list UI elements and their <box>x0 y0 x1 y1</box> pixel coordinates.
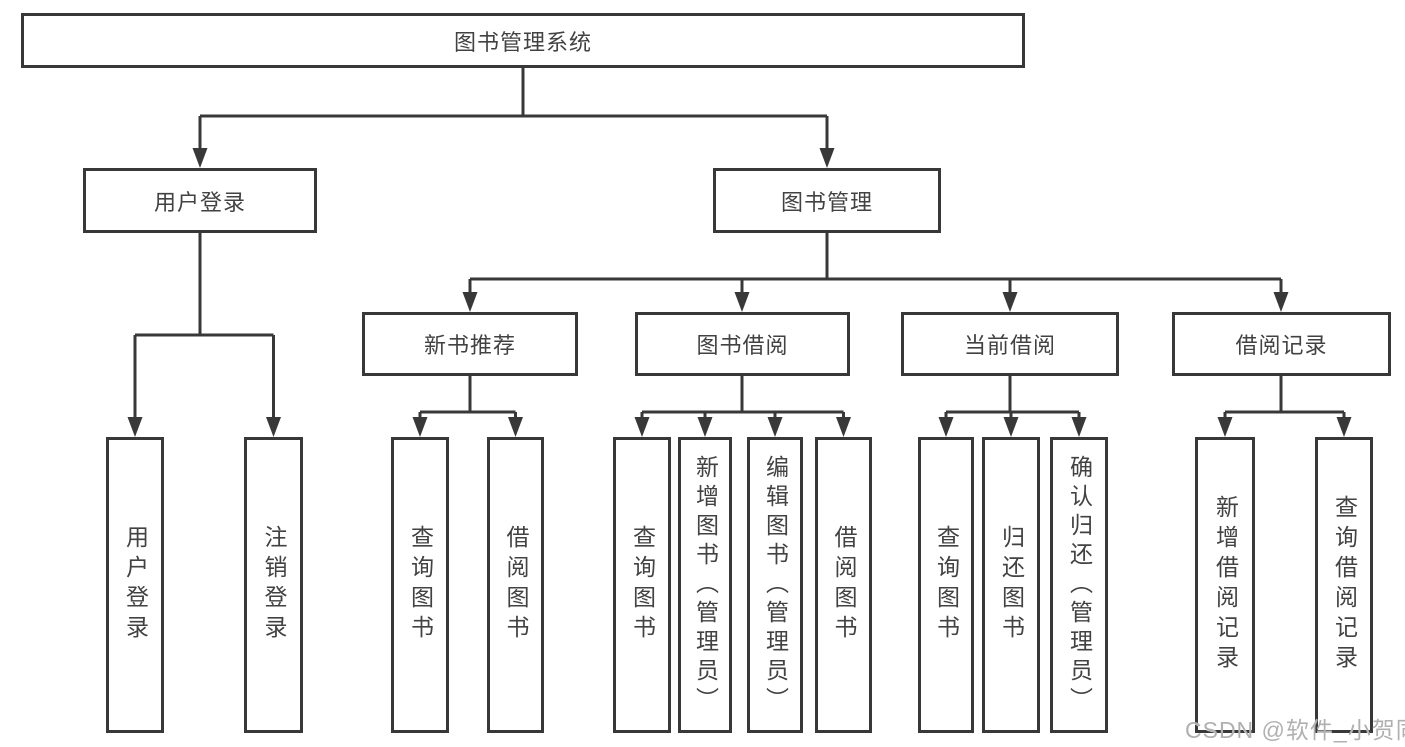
arrowhead <box>266 417 281 437</box>
leaf-bb-borrow-books: 借阅图书 <box>815 437 872 733</box>
node-root: 图书管理系统 <box>21 13 1025 68</box>
arrowhead <box>697 417 713 437</box>
node-current-borrow: 当前借阅 <box>901 312 1119 376</box>
node-new-book-recommend: 新书推荐 <box>362 312 578 376</box>
arrowhead <box>634 417 650 437</box>
arrowhead <box>938 417 954 437</box>
node-book-management: 图书管理 <box>713 168 941 233</box>
arrowhead <box>1336 417 1352 437</box>
leaf-nbr-query-books: 查询图书 <box>391 437 449 733</box>
arrowhead <box>462 292 478 312</box>
arrowhead <box>819 148 835 168</box>
node-user-login: 用户登录 <box>83 168 317 233</box>
arrowhead <box>767 417 783 437</box>
node-book-borrow: 图书借阅 <box>635 312 850 376</box>
arrowhead <box>1071 417 1087 437</box>
watermark: CSDN @软件_小贺同学 <box>1185 717 1405 743</box>
arrowhead <box>734 292 750 312</box>
leaf-nbr-borrow-books: 借阅图书 <box>487 437 544 733</box>
leaf-bb-query-books: 查询图书 <box>613 437 671 733</box>
arrowhead <box>127 417 143 437</box>
arrowhead <box>192 148 208 168</box>
leaf-bb-edit-book-admin: 编辑图书（管理员） <box>747 437 803 733</box>
node-borrow-records: 借阅记录 <box>1172 312 1391 376</box>
leaf-br-query-record: 查询借阅记录 <box>1315 437 1373 733</box>
arrowhead <box>508 417 523 437</box>
arrowhead <box>1217 417 1233 437</box>
leaf-cb-confirm-return-admin: 确认归还（管理员） <box>1050 437 1108 733</box>
leaf-br-add-record: 新增借阅记录 <box>1195 437 1255 733</box>
leaf-logout: 注销登录 <box>244 437 303 733</box>
arrowhead <box>1003 417 1019 437</box>
leaf-cb-query-books: 查询图书 <box>918 437 974 733</box>
leaf-cb-return-books: 归还图书 <box>982 437 1040 733</box>
arrowhead <box>1002 292 1018 312</box>
arrowhead <box>412 417 428 437</box>
leaf-bb-add-book-admin: 新增图书（管理员） <box>678 437 732 733</box>
leaf-user-login: 用户登录 <box>106 437 164 733</box>
arrowhead <box>836 417 851 437</box>
arrowhead <box>1273 292 1289 312</box>
